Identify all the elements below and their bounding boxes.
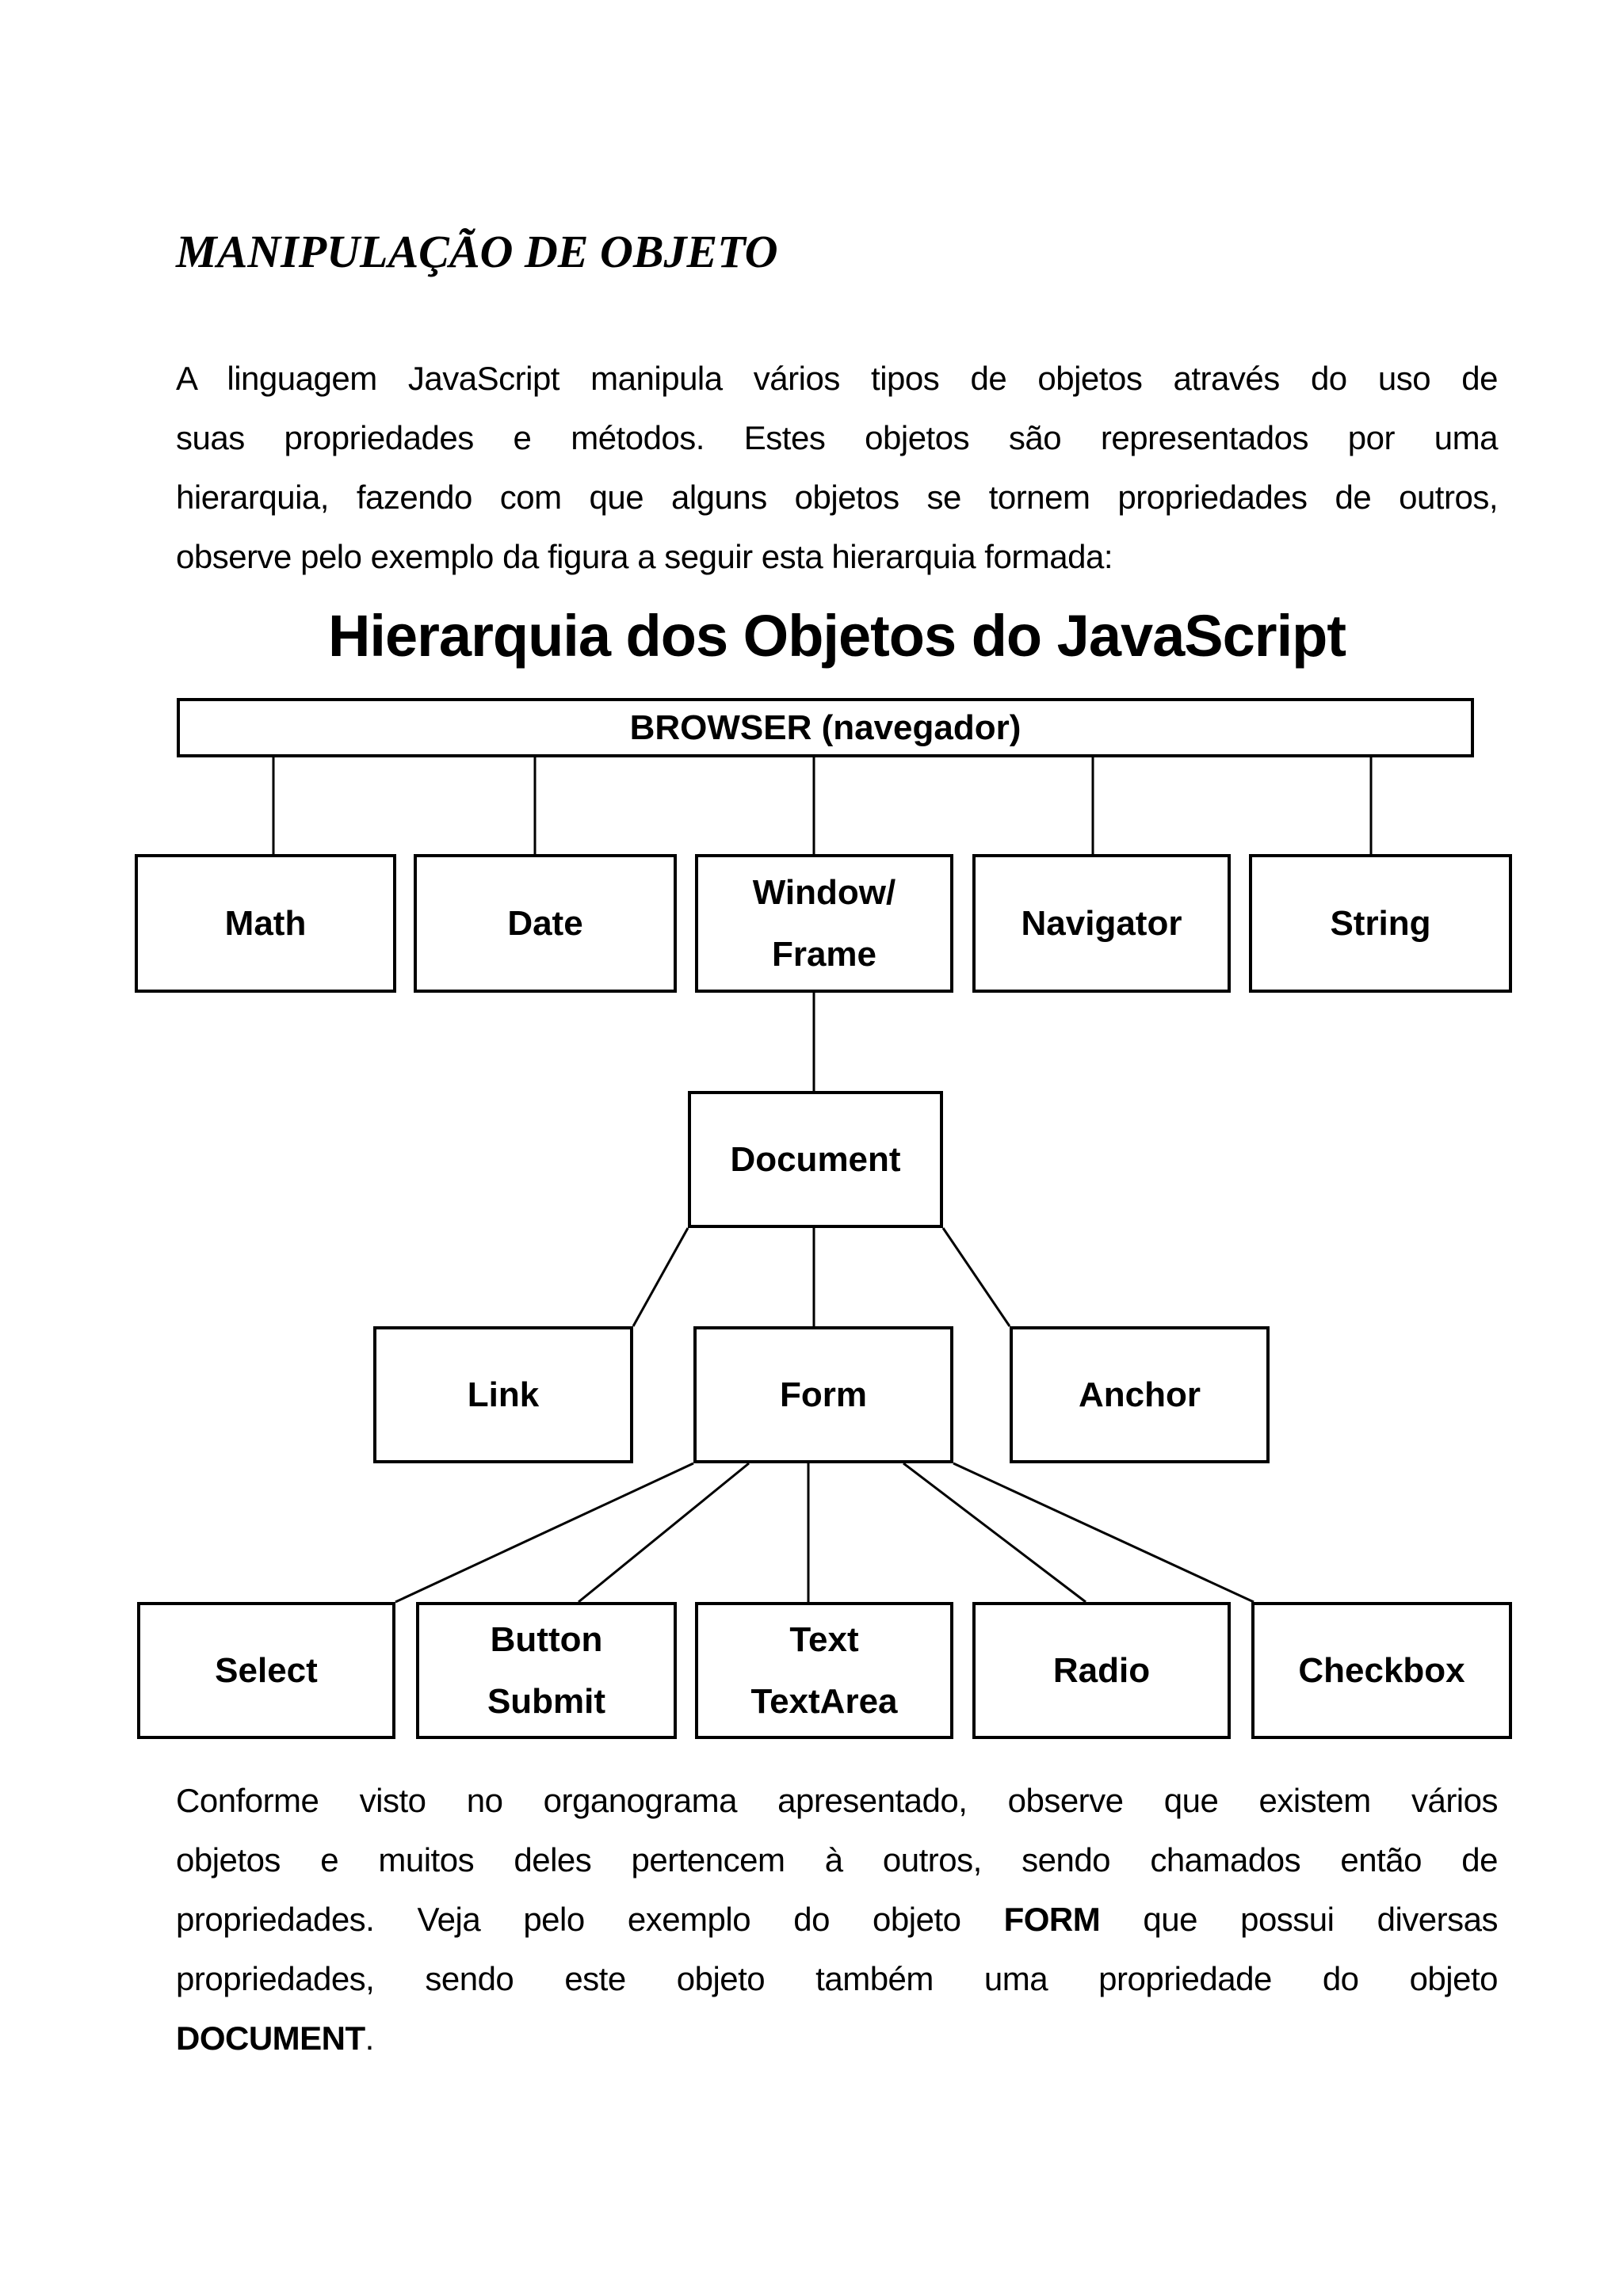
form-keyword: FORM [1003, 1901, 1101, 1938]
node-text-textarea: Text TextArea [695, 1602, 953, 1739]
node-label: Anchor [1079, 1375, 1201, 1414]
connector-form-button [578, 1462, 750, 1604]
paragraph-line: propriedades. Veja pelo exemplo do objet… [176, 1890, 1498, 1949]
node-form: Form [693, 1326, 953, 1463]
node-label: Button [490, 1619, 603, 1659]
node-label: String [1330, 903, 1431, 943]
node-label: Submit [487, 1681, 606, 1721]
node-label: Math [224, 903, 307, 943]
node-navigator: Navigator [972, 854, 1231, 993]
document-title: MANIPULAÇÃO DE OBJETO [176, 226, 778, 277]
node-label: Window/ [752, 872, 896, 912]
node-label: Checkbox [1298, 1650, 1465, 1690]
node-math: Math [135, 854, 396, 993]
node-label: Radio [1052, 1650, 1151, 1690]
connector-form-checkbox [953, 1462, 1254, 1604]
node-label: BROWSER (navegador) [629, 707, 1022, 747]
node-button-submit: Button Submit [416, 1602, 677, 1739]
node-label: Document [730, 1139, 901, 1179]
connector-document-anchor [941, 1227, 1011, 1327]
node-string: String [1249, 854, 1512, 993]
paragraph-text: . [365, 2019, 375, 2057]
node-window-frame: Window/ Frame [695, 854, 953, 993]
node-browser: BROWSER (navegador) [177, 698, 1474, 757]
node-document: Document [688, 1091, 943, 1228]
node-checkbox: Checkbox [1251, 1602, 1512, 1739]
node-label: Text [789, 1619, 859, 1659]
node-label: Select [215, 1650, 318, 1690]
node-radio: Radio [972, 1602, 1231, 1739]
node-select: Select [137, 1602, 395, 1739]
paragraph-line: observe pelo exemplo da figura a seguir … [176, 538, 1113, 575]
node-label: Navigator [1021, 903, 1182, 943]
node-anchor: Anchor [1010, 1326, 1270, 1463]
paragraph-text: que possui diversas [1143, 1901, 1498, 1938]
paragraph-line: DOCUMENT. [176, 2008, 1498, 2068]
paragraph-text: propriedades. Veja pelo exemplo do objet… [176, 1901, 961, 1938]
paragraph-line: Conforme visto no organograma apresentad… [176, 1782, 1499, 1819]
node-label: Frame [771, 934, 877, 974]
node-link: Link [373, 1326, 633, 1463]
node-label: Form [780, 1375, 867, 1414]
paragraph-line: A linguagem JavaScript manipula vários t… [176, 360, 1499, 397]
document-keyword: DOCUMENT [176, 2019, 365, 2057]
connector-form-radio [903, 1462, 1086, 1604]
closing-paragraph: Conforme visto no organograma apresentad… [176, 1771, 1499, 2068]
intro-paragraph: A linguagem JavaScript manipula vários t… [176, 349, 1499, 586]
connector-document-link [632, 1227, 689, 1327]
node-label: Date [507, 903, 583, 943]
node-label: Link [467, 1375, 540, 1414]
node-label: TextArea [750, 1681, 898, 1721]
paragraph-line: objetos e muitos deles pertencem à outro… [176, 1841, 1499, 1878]
diagram-title: Hierarquia dos Objetos do JavaScript [327, 603, 1346, 669]
paragraph-line: hierarquia, fazendo com que alguns objet… [176, 479, 1499, 516]
paragraph-line: suas propriedades e métodos. Estes objet… [176, 419, 1499, 456]
connector-form-select [395, 1462, 694, 1604]
node-date: Date [414, 854, 677, 993]
paragraph-line: propriedades, sendo este objeto também u… [176, 1960, 1499, 1997]
